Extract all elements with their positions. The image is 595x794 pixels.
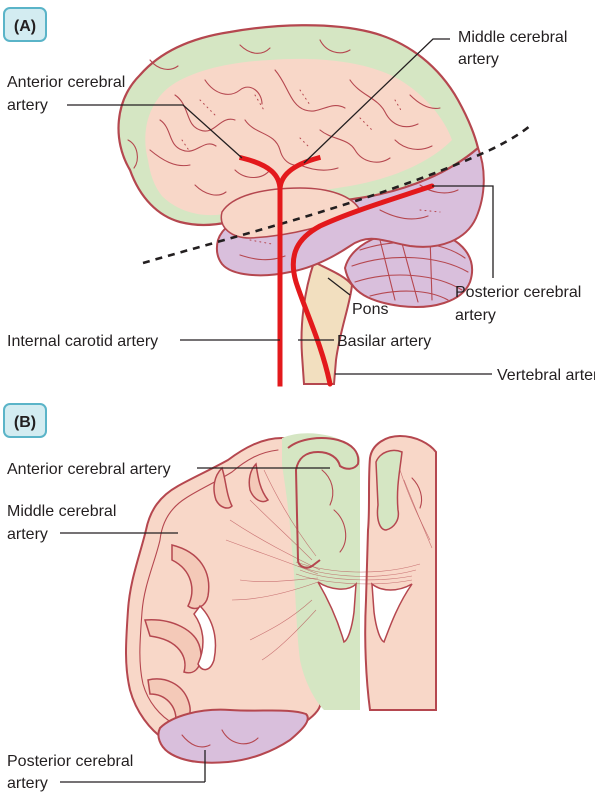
label-aca-a-line1: Anterior cerebral [7,74,125,91]
panel-b: (B) [4,404,436,792]
panel-b-badge-label: (B) [14,414,36,431]
label-mca-a-line1: Middle cerebral [458,29,567,46]
label-pons: Pons [352,301,388,318]
pca-territory-section [158,710,307,763]
right-hemisphere-section [365,436,436,710]
label-pca-b-line2: artery [7,775,48,792]
label-internal-carotid-artery: Internal carotid artery [7,333,158,350]
label-mca-b-line1: Middle cerebral [7,503,116,520]
label-mca-a-line2: artery [458,51,499,68]
panel-a-badge: (A) [4,8,46,41]
label-pca-a-line2: artery [455,307,496,324]
label-vertebral-artery: Vertebral artery [497,367,595,384]
label-pca-b-line1: Posterior cerebral [7,753,133,770]
label-mca-b-line2: artery [7,526,48,543]
right-medial-fold [376,450,402,530]
label-basilar-artery: Basilar artery [337,333,431,350]
panel-a: (A) [4,8,595,384]
label-pca-a-line1: Posterior cerebral [455,284,581,301]
panel-a-badge-label: (A) [14,18,36,35]
label-aca-b: Anterior cerebral artery [7,461,171,478]
label-aca-a-line2: artery [7,97,48,114]
panel-b-badge: (B) [4,404,46,437]
